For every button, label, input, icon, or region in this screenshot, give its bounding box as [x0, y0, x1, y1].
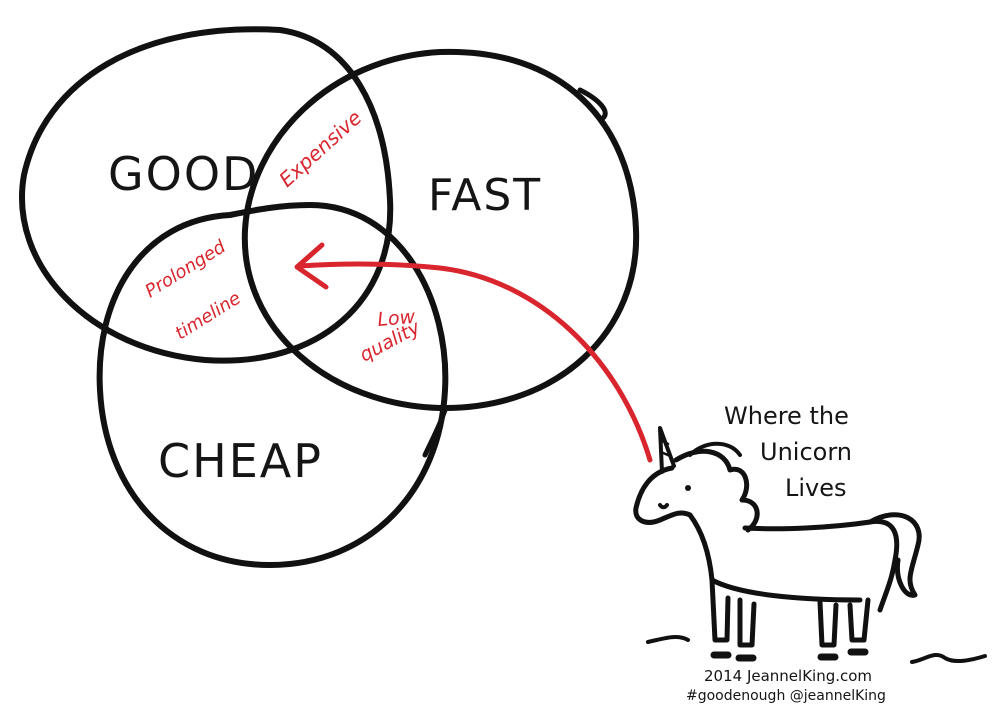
- label-fast: FAST: [428, 170, 542, 221]
- label-timeline: timeline: [172, 288, 245, 345]
- unicorn-illustration: [633, 426, 987, 664]
- label-low: Low: [377, 306, 417, 331]
- red-arrow: [294, 242, 653, 463]
- caption-line-2: Unicorn: [760, 438, 852, 466]
- circle-cheap: [96, 202, 449, 568]
- label-cheap: CHEAP: [158, 434, 323, 488]
- caption-line-3: Lives: [785, 474, 847, 502]
- label-good: GOOD: [108, 147, 259, 201]
- label-expensive: Expensive: [274, 105, 366, 191]
- credit-line-1: 2014 JeannelKing.com: [704, 667, 872, 685]
- credit-line-2: #goodenough @jeannelKing: [686, 688, 886, 704]
- caption-line-1: Where the: [724, 402, 849, 430]
- circle-good: [19, 26, 394, 364]
- circle-fast: [241, 48, 640, 412]
